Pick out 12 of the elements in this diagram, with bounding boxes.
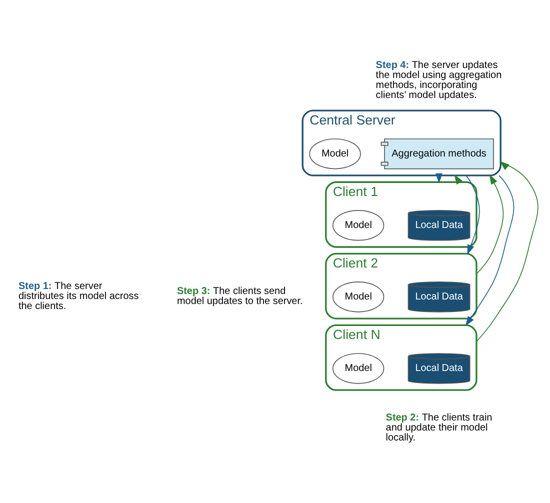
node-ellipse: Model [332, 281, 384, 312]
label: Step 2: The clients train and update their model locally. [386, 412, 492, 444]
arrow [476, 174, 504, 274]
node-ellipse: Model [332, 352, 384, 384]
label: Step 4: The server updates the model using aggregation methods, incorporating clients’ model updates. [376, 59, 502, 100]
node-ellipse: Model [332, 210, 384, 240]
arrow [465, 174, 480, 254]
label: Step 1: The server distributes its model across the clients. [18, 280, 139, 312]
arrow [465, 174, 514, 326]
label: Step 3: The clients send model updates to the server. [176, 286, 303, 307]
node-ellipse: Model [309, 138, 361, 169]
arrow [476, 160, 538, 342]
